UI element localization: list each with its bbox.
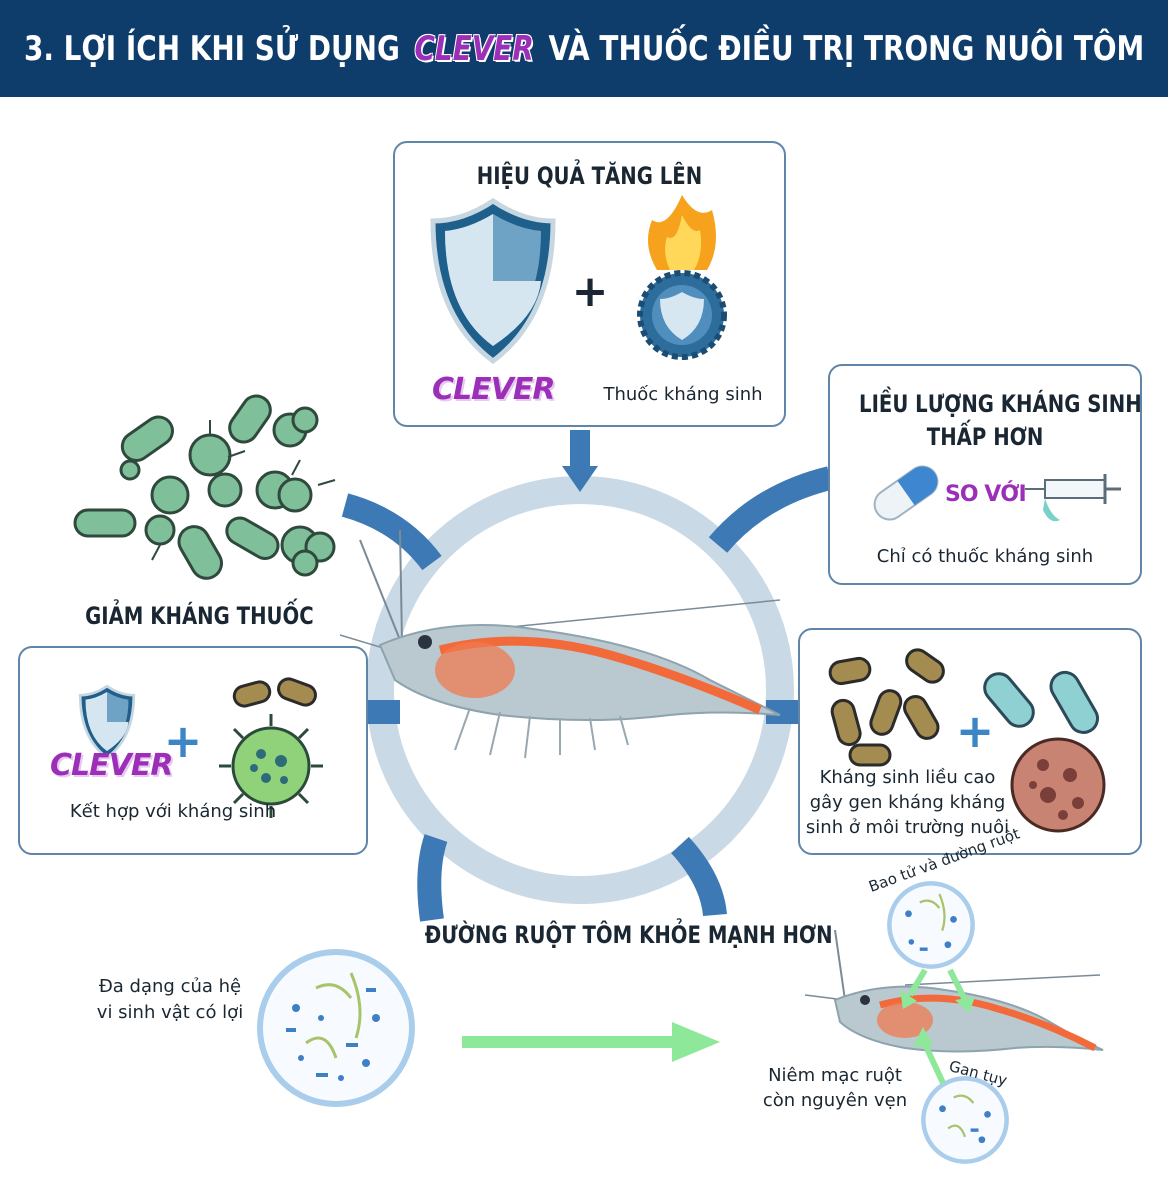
title-brand: CLEVER: [414, 28, 534, 69]
dosage-card: [828, 364, 1142, 585]
resistance-title: GIẢM KHÁNG THUỐC: [85, 602, 314, 630]
combination-caption: Kết hợp với kháng sinh: [69, 801, 277, 822]
gut-health-title: ĐƯỜNG RUỘT TÔM KHỎE MẠNH HƠN: [424, 921, 833, 949]
left-connector: [366, 700, 400, 724]
plus-sign: +: [571, 266, 609, 317]
shield-icon: [78, 684, 136, 760]
syringe-icon: [1025, 474, 1121, 522]
high-dose-caption-3: sinh ở môi trường nuôi: [805, 817, 1010, 838]
combination-card: [18, 646, 368, 855]
down-arrow-head: [562, 466, 598, 492]
green-pointer-arrows: [900, 968, 975, 1085]
title-prefix: 3. LỢI ÍCH KHI SỬ DỤNG: [23, 28, 400, 69]
arc-top-left: [341, 493, 442, 571]
bacteria-icon: [828, 648, 1099, 767]
shrimp-icon: [339, 529, 781, 759]
mid-plus-sign: +: [955, 704, 995, 758]
virus-icon: [219, 677, 323, 818]
arc-bottom-right: [671, 836, 727, 917]
burning-shield-badge-icon: [637, 195, 727, 360]
diversity-caption-1: Đa dạng của hệ: [98, 976, 242, 997]
dosage-title-line1: LIỀU LƯỢNG KHÁNG SINH: [859, 390, 1142, 418]
capsule-icon: [873, 465, 939, 521]
high-dose-caption-1: Kháng sinh liều cao: [819, 767, 996, 788]
left-plus-sign: +: [163, 714, 203, 768]
page-title: 3. LỢI ÍCH KHI SỬ DỤNG CLEVER VÀ THUỐC Đ…: [24, 29, 1144, 69]
high-dose-caption-2: gây gen kháng kháng: [809, 792, 1006, 813]
pathogen-cell-icon: [1010, 737, 1106, 833]
title-suffix: VÀ THUỐC ĐIỀU TRỊ TRONG NUÔI TÔM: [548, 28, 1145, 69]
compare-label: SO VỚI: [945, 482, 1027, 507]
mucosa-caption-1: Niêm mạc ruột: [768, 1065, 902, 1086]
mucosa-caption-2: còn nguyên vẹn: [762, 1090, 908, 1111]
antibiotic-label: Thuốc kháng sinh: [603, 384, 763, 405]
arc-bottom-left: [417, 834, 448, 922]
dosage-caption: Chỉ có thuốc kháng sinh: [876, 546, 1094, 567]
efficiency-title: HIỆU QUẢ TĂNG LÊN: [476, 162, 703, 190]
clever-logo-left: CLEVER: [50, 748, 173, 783]
clever-logo-top: CLEVER: [432, 372, 555, 407]
microbiome-dish-icon: [887, 881, 975, 969]
arrow-right-icon: [462, 1022, 720, 1062]
shield-icon: [430, 197, 556, 365]
microbiome-dish-icon: [921, 1076, 1009, 1164]
diversity-caption-2: vi sinh vật có lợi: [96, 1002, 244, 1023]
microbiome-dish-icon: [257, 949, 415, 1107]
down-arrow-stem: [570, 430, 590, 470]
dosage-title-line2: THẤP HƠN: [926, 423, 1044, 451]
bacteria-cluster-icon: [73, 394, 336, 580]
arc-top-right: [708, 466, 833, 553]
page-header: 3. LỢI ÍCH KHI SỬ DỤNG CLEVER VÀ THUỐC Đ…: [0, 0, 1168, 97]
